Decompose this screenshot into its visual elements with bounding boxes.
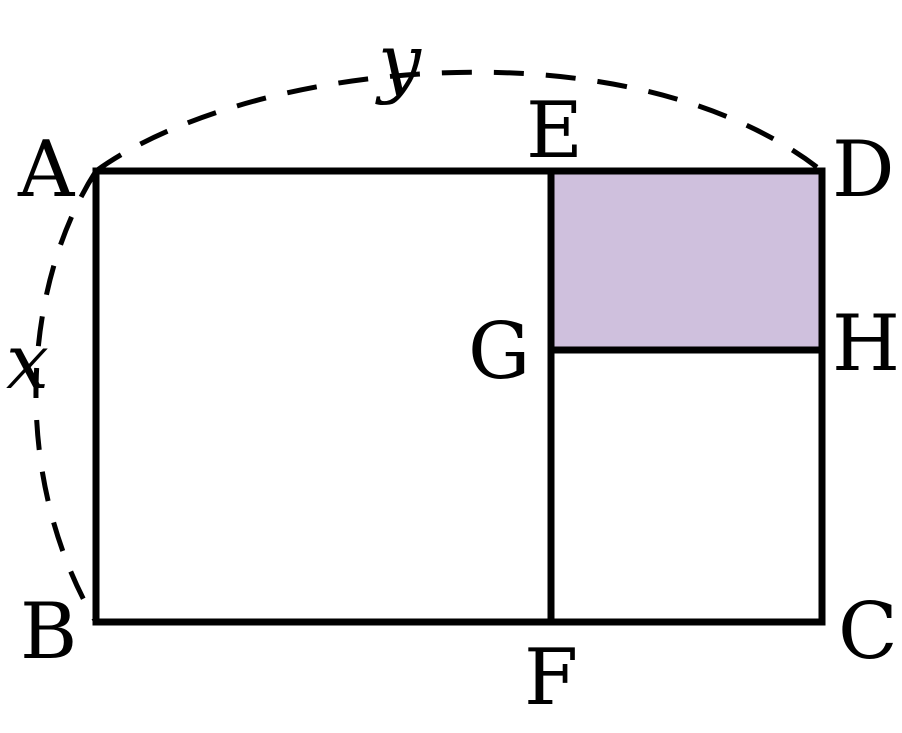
outer-rectangle-abcd — [92, 167, 826, 626]
label-a: A — [17, 125, 76, 215]
arc-y — [94, 69, 824, 174]
label-c: C — [838, 587, 898, 677]
label-e: E — [526, 86, 583, 176]
shaded-rectangle-edhg — [551, 171, 822, 350]
label-d: D — [832, 125, 895, 215]
label-f: F — [524, 633, 578, 723]
label-g: G — [468, 307, 530, 397]
arc-x — [33, 169, 99, 624]
label-y: y — [375, 17, 422, 106]
label-h: H — [832, 299, 900, 389]
label-x: x — [6, 317, 49, 406]
label-b: B — [20, 587, 77, 677]
